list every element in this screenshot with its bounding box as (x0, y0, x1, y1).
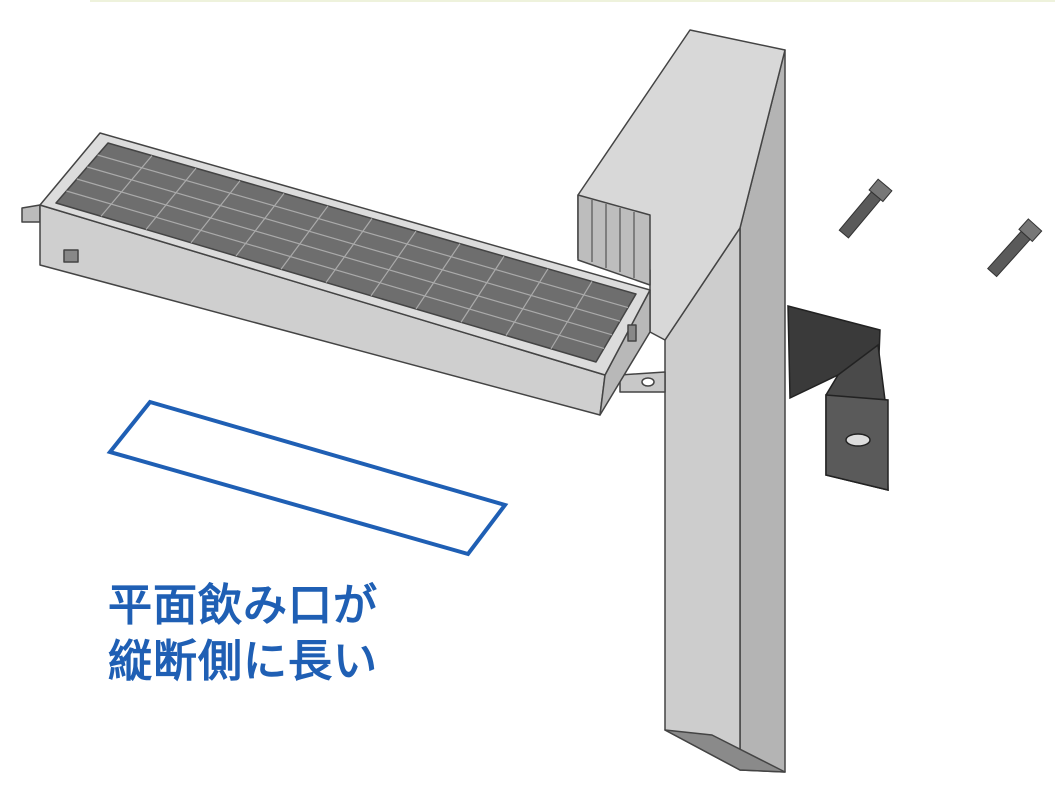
anchor-bolt-icon (838, 178, 1043, 278)
grating-bar (190, 180, 241, 244)
grating-bar (100, 155, 153, 217)
grating-bar (235, 192, 285, 257)
grating-bar (550, 281, 593, 350)
grating-bar (505, 268, 549, 336)
inlet-plan-outline (106, 399, 509, 557)
grating-bar (66, 190, 605, 349)
gutter-with-grating (21, 132, 666, 416)
grating-bar (145, 167, 197, 230)
grating-bar (87, 166, 621, 322)
caption-line-2: 縦断側に長い (108, 636, 378, 687)
grating-bar (280, 205, 329, 270)
grating-bar (460, 255, 505, 323)
grating-bar (76, 178, 613, 336)
grating-bar (370, 230, 417, 297)
grating-bar (415, 243, 461, 310)
annotation-caption: 平面飲み口が 縦断側に長い (108, 578, 378, 690)
grating-bar (97, 154, 629, 309)
grating-bar (325, 218, 373, 283)
wall-bracket (787, 305, 889, 491)
caption-line-1: 平面飲み口が (108, 580, 378, 631)
vertical-pipe (577, 29, 786, 773)
